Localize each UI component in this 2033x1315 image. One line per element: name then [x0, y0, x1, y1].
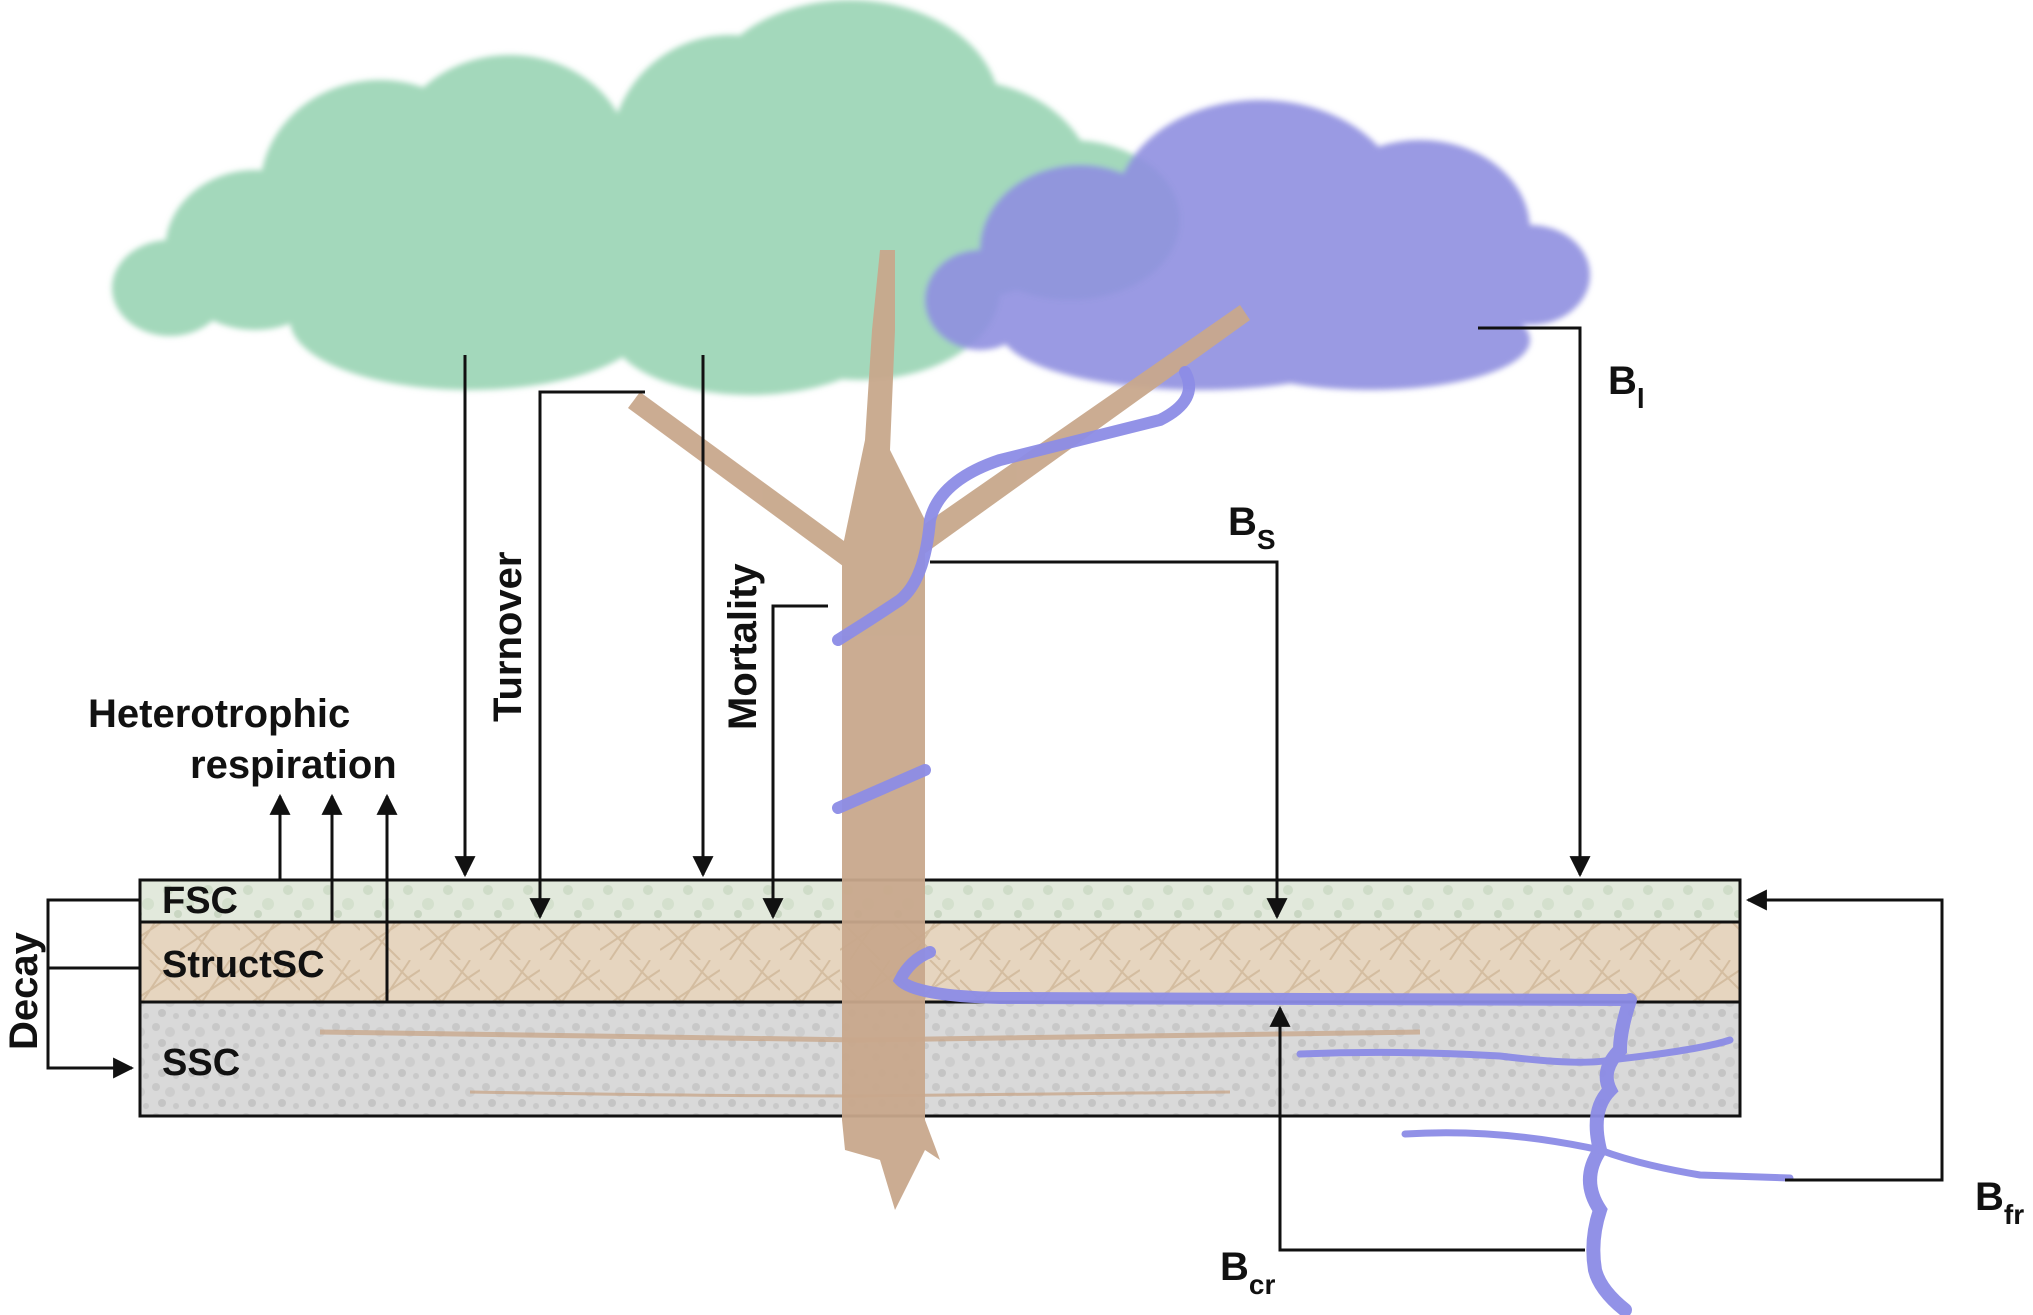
ssc-label: SSC	[162, 1042, 240, 1084]
structsc-label: StructSC	[162, 944, 325, 986]
bfr-subscript: fr	[2004, 1199, 2024, 1230]
highlight-roots	[832, 366, 1794, 1315]
bcr-label: Bcr	[1220, 1245, 1275, 1300]
mortality-label: Mortality	[721, 563, 765, 730]
turnover-arrow-branch	[529, 390, 645, 920]
bl-label: Bl	[1608, 359, 1645, 414]
fsc-layer	[138, 878, 1742, 924]
bcr-subscript: cr	[1249, 1269, 1276, 1300]
ssc-layer	[138, 1000, 1742, 1118]
bcr-arrow	[1269, 1005, 1585, 1252]
flux-arrows	[46, 326, 1944, 1252]
green-canopy	[112, 0, 1180, 395]
fsc-label: FSC	[162, 880, 238, 922]
tree-canopy	[112, 0, 1590, 395]
turnover-label: Turnover	[486, 552, 530, 722]
blue-canopy	[925, 100, 1590, 390]
bfr-arrow	[1745, 889, 1944, 1182]
bl-arrow	[1478, 326, 1591, 878]
heterotrophic-label: Heterotrophic	[88, 692, 350, 736]
mortality-arrow-stem	[762, 604, 828, 920]
bfr-label: Bfr	[1975, 1175, 2024, 1230]
respiration-label: respiration	[190, 743, 397, 787]
labels: Heterotrophic respiration Turnover Morta…	[2, 359, 2024, 1300]
decay-bracket	[46, 898, 140, 1079]
decay-label: Decay	[2, 931, 46, 1050]
bs-subscript: S	[1257, 524, 1276, 555]
bs-arrow	[930, 560, 1288, 920]
bs-label: BS	[1228, 500, 1276, 555]
bl-subscript: l	[1637, 383, 1645, 414]
